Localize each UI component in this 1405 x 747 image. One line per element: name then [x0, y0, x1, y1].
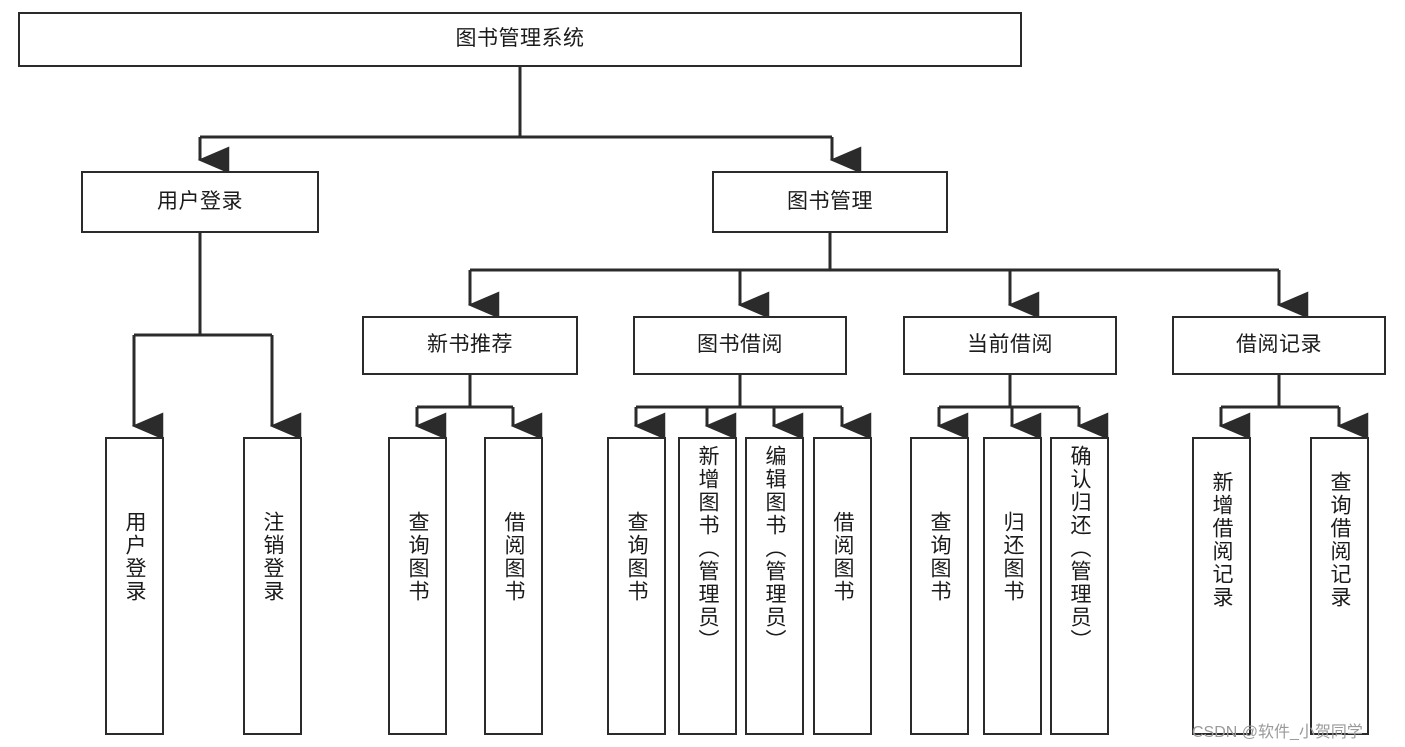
- node-leaf-borrow-book-1[interactable]: 借阅图书: [484, 437, 543, 735]
- node-borrow-record-label: 借阅记录: [1236, 333, 1322, 357]
- node-leaf-user-login[interactable]: 用户登录: [105, 437, 164, 735]
- node-leaf-borrow-book-2[interactable]: 借阅图书: [813, 437, 872, 735]
- node-book-borrow-label: 图书借阅: [697, 333, 783, 357]
- csdn-watermark: CSDN @软件_小贺同学: [1192, 724, 1363, 741]
- edges-borrowrecord-to-leaves: [1218, 375, 1369, 440]
- node-leaf-query-book-1[interactable]: 查询图书: [388, 437, 447, 735]
- edges-currentborrow-to-leaves: [936, 375, 1109, 440]
- node-leaf-return-book[interactable]: 归还图书: [983, 437, 1042, 735]
- node-leaf-user-login-label: 用户登录: [123, 511, 146, 603]
- node-current-borrow-label: 当前借阅: [967, 333, 1053, 357]
- node-leaf-confirm-return[interactable]: 确认归还（管理员）: [1050, 437, 1109, 735]
- edges-userlogin-to-leaves: [131, 233, 302, 440]
- node-book-manage-label: 图书管理: [787, 189, 873, 213]
- node-borrow-record[interactable]: 借阅记录: [1172, 316, 1386, 375]
- node-leaf-query-record-label: 查询借阅记录: [1328, 471, 1351, 609]
- edges-bookmanage-to-level3: [467, 233, 1309, 319]
- node-current-borrow[interactable]: 当前借阅: [903, 316, 1117, 375]
- node-book-manage[interactable]: 图书管理: [712, 171, 948, 233]
- node-leaf-add-record[interactable]: 新增借阅记录: [1192, 437, 1251, 735]
- node-root[interactable]: 图书管理系统: [18, 12, 1022, 67]
- node-user-login-label: 用户登录: [157, 189, 243, 213]
- node-leaf-confirm-return-label: 确认归还（管理员）: [1068, 445, 1091, 652]
- node-leaf-query-book-2-label: 查询图书: [625, 511, 648, 603]
- node-leaf-query-book-3[interactable]: 查询图书: [910, 437, 969, 735]
- node-leaf-user-logout-label: 注销登录: [261, 511, 284, 603]
- edges-newbook-to-leaves: [414, 375, 543, 440]
- node-leaf-query-book-2[interactable]: 查询图书: [607, 437, 666, 735]
- node-leaf-user-logout[interactable]: 注销登录: [243, 437, 302, 735]
- node-leaf-borrow-book-2-label: 借阅图书: [831, 511, 854, 603]
- node-leaf-query-record[interactable]: 查询借阅记录: [1310, 437, 1369, 735]
- node-new-book-recommend[interactable]: 新书推荐: [362, 316, 578, 375]
- node-leaf-add-book[interactable]: 新增图书（管理员）: [678, 437, 737, 735]
- edges-root-to-level2: [197, 67, 862, 174]
- node-root-label: 图书管理系统: [455, 27, 585, 51]
- node-book-borrow[interactable]: 图书借阅: [633, 316, 847, 375]
- node-leaf-query-book-1-label: 查询图书: [406, 511, 429, 603]
- node-leaf-query-book-3-label: 查询图书: [928, 511, 951, 603]
- node-leaf-add-record-label: 新增借阅记录: [1210, 471, 1233, 609]
- node-leaf-borrow-book-1-label: 借阅图书: [502, 511, 525, 603]
- node-leaf-return-book-label: 归还图书: [1001, 511, 1024, 603]
- node-leaf-add-book-label: 新增图书（管理员）: [696, 445, 719, 652]
- node-new-book-recommend-label: 新书推荐: [427, 333, 513, 357]
- node-leaf-edit-book-label: 编辑图书（管理员）: [763, 445, 786, 652]
- edges-bookborrow-to-leaves: [633, 375, 872, 440]
- node-leaf-edit-book[interactable]: 编辑图书（管理员）: [745, 437, 804, 735]
- node-user-login[interactable]: 用户登录: [81, 171, 319, 233]
